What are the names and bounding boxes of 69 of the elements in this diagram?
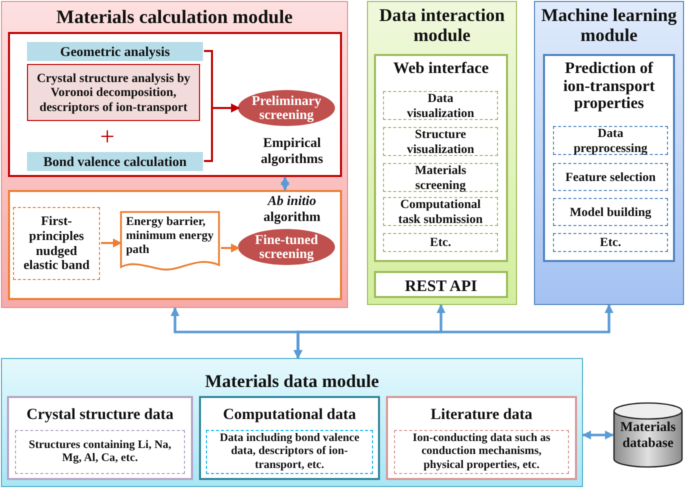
- api-label: REST API: [404, 278, 478, 296]
- section-panel: [374, 54, 508, 262]
- module-panel: [1, 1, 348, 308]
- group-box: [8, 32, 342, 177]
- arrow: [101, 238, 122, 248]
- feature-box: [383, 197, 498, 226]
- screening-label: Preliminary screening: [250, 94, 322, 122]
- arrow: [582, 430, 614, 440]
- algorithm-label: Ab initio algorithm: [262, 193, 322, 224]
- description-text: Structures containing Li, Na, Mg, Al, Ca, etc.: [28, 438, 172, 466]
- document-shape: [120, 211, 220, 273]
- step-label: Feature selection: [565, 170, 656, 184]
- step-label: Data preprocessing: [572, 126, 648, 155]
- card-heading: Computational data: [222, 406, 358, 424]
- arrow: [221, 244, 240, 252]
- document-text: Energy barrier, minimum energy path: [125, 213, 215, 256]
- module-title: Materials calculation module: [55, 7, 294, 29]
- card-heading: Literature data: [430, 406, 534, 424]
- process-box: [13, 207, 100, 280]
- data-card: [386, 396, 577, 480]
- step-box: [553, 126, 668, 155]
- description-text: Data including bond valence data, descriptors of ion-transport, etc.: [218, 432, 360, 472]
- screening-label: Fine-tuned screening: [254, 232, 319, 262]
- module-panel: [534, 1, 684, 305]
- step-box: [553, 233, 668, 252]
- description-box: [206, 430, 373, 474]
- step-label: Etc.: [600, 235, 622, 250]
- algorithm-label: Empirical algorithms: [260, 135, 324, 166]
- feature-label: Data visualization: [406, 91, 476, 120]
- method-label: Geometric analysis: [60, 44, 170, 60]
- method-label: Bond valence calculation: [43, 154, 187, 170]
- data-card: [199, 396, 380, 480]
- section-heading: Prediction of ion-transport properties: [562, 60, 656, 113]
- method-bar: [27, 42, 203, 61]
- description-text: Ion-conducting data such as conduction mechanisms, physical properties, etc.: [412, 432, 552, 472]
- feature-label: Computational task submission: [397, 197, 484, 226]
- step-box: [553, 198, 668, 226]
- module-title: Machine learning module: [540, 6, 678, 46]
- feature-box: [383, 163, 498, 192]
- module-title: Materials data module: [204, 371, 380, 392]
- feature-label: Etc.: [430, 235, 452, 250]
- module-panel: [367, 1, 517, 305]
- step-box: [553, 163, 668, 191]
- feature-box: [383, 127, 498, 156]
- method-bar: [27, 152, 203, 171]
- bracket-arrow: [204, 104, 240, 162]
- feature-label: Structure visualization: [406, 127, 476, 156]
- database-label: Materials database: [619, 419, 677, 451]
- description-box: [15, 430, 185, 474]
- feature-box: [383, 91, 498, 120]
- feature-box: [383, 233, 498, 252]
- data-card: [7, 396, 193, 480]
- database-cylinder: [613, 402, 683, 468]
- process-text: Crystal structure analysis by Voronoi decomposition, descriptors of ion-transport: [36, 70, 191, 114]
- card-heading: Crystal structure data: [26, 406, 174, 424]
- step-label: Model building: [570, 204, 652, 220]
- plus-sign: +: [100, 124, 115, 150]
- api-box: [374, 271, 508, 298]
- arrow: [280, 176, 290, 191]
- module-panel: [1, 358, 583, 487]
- description-box: [394, 430, 569, 474]
- process-box: [27, 64, 200, 121]
- module-title: Data interaction module: [378, 6, 506, 46]
- group-box: [8, 190, 342, 300]
- section-panel: [543, 54, 675, 262]
- arrow: [294, 304, 614, 359]
- feature-label: Materials screening: [414, 163, 468, 192]
- process-text: First-principles nudged elastic band: [22, 214, 91, 274]
- section-heading: Web interface: [392, 60, 490, 78]
